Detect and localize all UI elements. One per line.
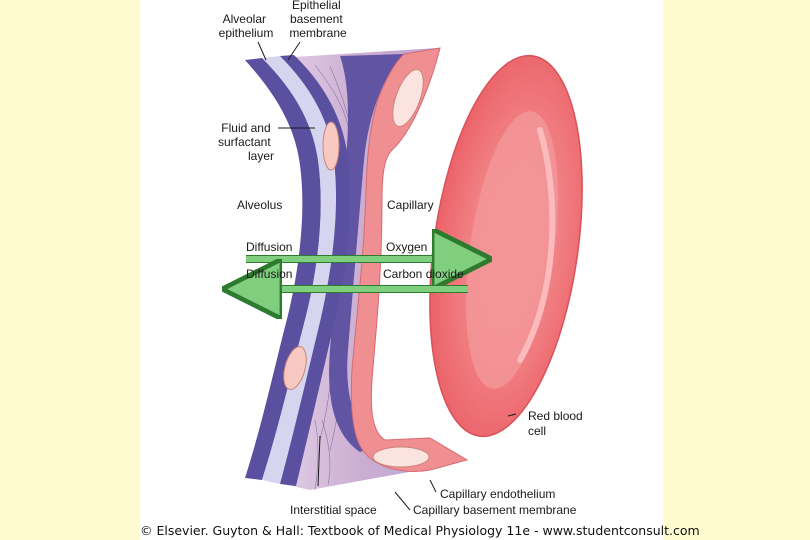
leader-lines xyxy=(257,41,517,511)
endothelial-nucleus-upper xyxy=(392,69,424,127)
label-alveolus: Alveolus xyxy=(237,198,282,212)
alveolar-epithelium-outer xyxy=(245,58,321,480)
copyright-caption: © Elsevier. Guyton & Hall: Textbook of M… xyxy=(140,523,700,538)
label-epithelial-basement-membrane: Epithelial basement membrane xyxy=(289,0,347,40)
epithelial-inner-strip xyxy=(280,55,351,486)
label-alveolar-epithelium: Alveolar epithelium xyxy=(219,12,274,40)
label-capillary-endothelium: Capillary endothelium xyxy=(440,487,555,501)
fluid-surfactant-layer xyxy=(262,56,337,484)
red-blood-cell xyxy=(429,54,583,438)
label-capillary: Capillary xyxy=(387,198,434,212)
epithelial-nucleus-lower xyxy=(283,346,307,390)
label-interstitial-space: Interstitial space xyxy=(290,503,377,517)
endothelial-nucleus-lower xyxy=(372,446,430,468)
label-oxygen: Oxygen xyxy=(386,240,427,254)
label-diffusion-co2: Diffusion xyxy=(246,267,292,281)
label-fluid-surfactant: Fluid and surfactant layer xyxy=(218,121,274,163)
label-capillary-basement-membrane: Capillary basement membrane xyxy=(413,503,577,517)
label-diffusion-oxygen: Diffusion xyxy=(246,240,292,254)
capillary-basement-membrane-strip xyxy=(329,54,404,452)
label-carbon-dioxide: Carbon dioxide xyxy=(383,267,464,281)
label-red-blood-cell: Red blood cell xyxy=(528,409,586,438)
epithelial-nucleus-upper xyxy=(322,121,340,171)
capillary-endothelium xyxy=(350,47,469,472)
